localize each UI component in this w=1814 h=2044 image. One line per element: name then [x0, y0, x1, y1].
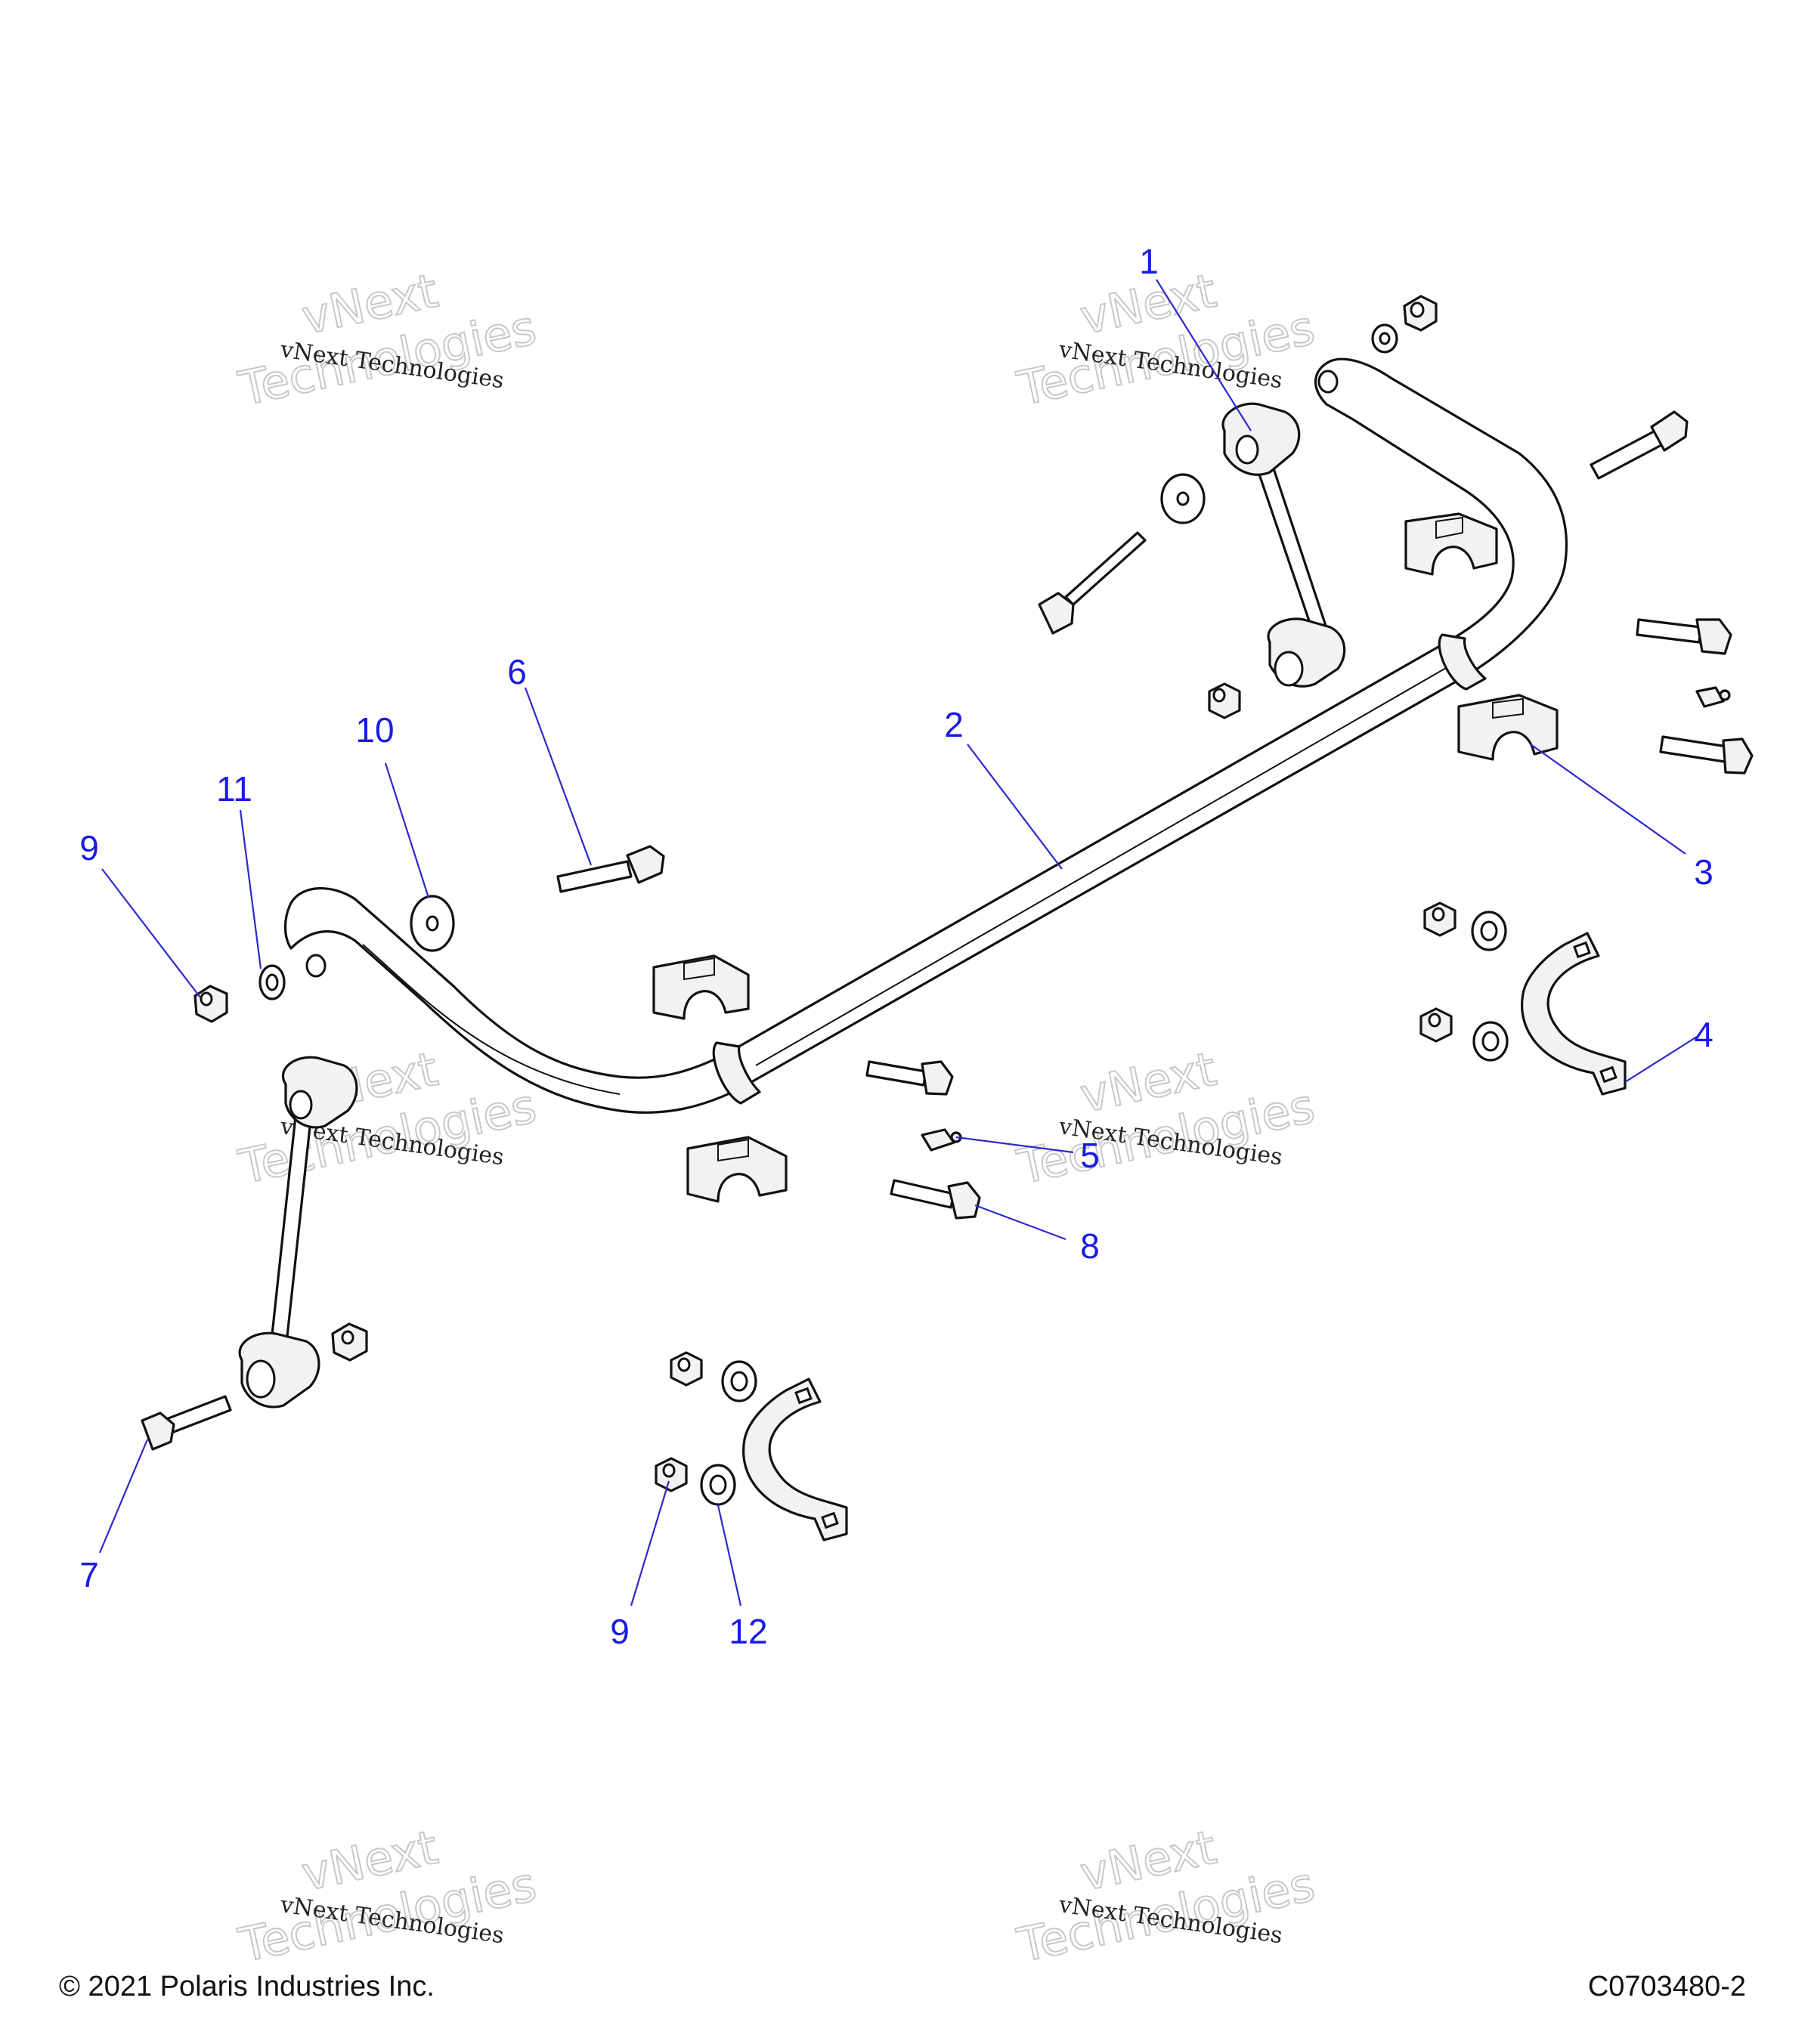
clamp-lower: [742, 1378, 848, 1542]
callout-5: 5: [1080, 1136, 1100, 1175]
bolt-right-1: [1636, 618, 1732, 655]
bushing-left-lower: [686, 1136, 788, 1203]
callout-8: 8: [1080, 1226, 1100, 1266]
leader-9a: [101, 868, 201, 998]
leader-2: [967, 744, 1063, 870]
callout-4: 4: [1694, 1015, 1713, 1054]
leader-1: [1156, 279, 1252, 431]
leader-11: [239, 809, 262, 969]
stabilizer-bar: [283, 357, 1568, 1114]
leader-4: [1624, 1036, 1698, 1083]
washer-right-a: [1471, 911, 1507, 951]
callout-6: 6: [507, 652, 527, 691]
link-rod-left: [238, 1056, 358, 1409]
nut-mid-right: [1208, 682, 1241, 719]
link-rod-right: [1221, 402, 1346, 688]
leader-5: [955, 1136, 1074, 1154]
leader-6: [524, 687, 593, 866]
nut-lower-a: [670, 1351, 703, 1387]
nut-left-link: [331, 1322, 368, 1362]
washer-mid-right: [1160, 473, 1206, 524]
nut-9-lower: [655, 1457, 688, 1492]
leader-9b: [630, 1480, 670, 1606]
bushing-upper-right: [1404, 512, 1498, 576]
leader-7: [98, 1439, 149, 1554]
leader-10: [384, 762, 430, 898]
callout-1: 1: [1139, 242, 1159, 281]
washer-right-b: [1472, 1021, 1509, 1062]
washer-10: [410, 895, 455, 952]
nut-right-b: [1419, 1007, 1453, 1043]
callout-7: 7: [79, 1555, 99, 1594]
nut-9: [193, 985, 228, 1023]
bolt-7: [141, 1395, 232, 1451]
nut-top-right: [1403, 295, 1438, 332]
washer-12: [700, 1464, 736, 1506]
leader-12: [717, 1504, 742, 1606]
bolt-top-right: [1590, 410, 1689, 480]
washer-top-right: [1371, 323, 1398, 354]
callout-9b: 9: [610, 1612, 630, 1651]
nut-right-a: [1423, 901, 1456, 937]
watermark-group: vNext Technologies vNext Technologies vN…: [234, 262, 1320, 1974]
copyright-text: © 2021 Polaris Industries Inc.: [59, 1971, 435, 2002]
clamp-right: [1521, 932, 1627, 1096]
grease-fitting-5: [921, 1128, 962, 1152]
bolt-right-2: [1659, 735, 1754, 775]
callout-11: 11: [216, 769, 252, 809]
callout-12: 12: [729, 1612, 767, 1651]
leader-3: [1530, 744, 1686, 855]
callout-3: 3: [1694, 852, 1713, 892]
leader-lines: [98, 279, 1698, 1606]
callout-numbers: 1 2 3 4 5 6 7 8 9 9 10 11 12: [79, 242, 1713, 1651]
bolt-mid-upper: [1038, 531, 1147, 635]
washer-11: [258, 964, 286, 1000]
bushing-right: [1457, 694, 1559, 761]
bolt-8: [890, 1179, 981, 1220]
leader-8: [974, 1204, 1066, 1241]
callout-10: 10: [355, 710, 394, 750]
grease-fitting-right: [1695, 686, 1731, 708]
callout-2: 2: [944, 705, 964, 744]
bolt-mid: [865, 1060, 954, 1096]
diagram-code: C0703480-2: [1587, 1971, 1746, 2002]
bushing-left-upper: [652, 954, 750, 1020]
callout-9a: 9: [79, 828, 99, 867]
bolt-6: [556, 845, 665, 893]
washer-lower-a: [721, 1360, 757, 1402]
